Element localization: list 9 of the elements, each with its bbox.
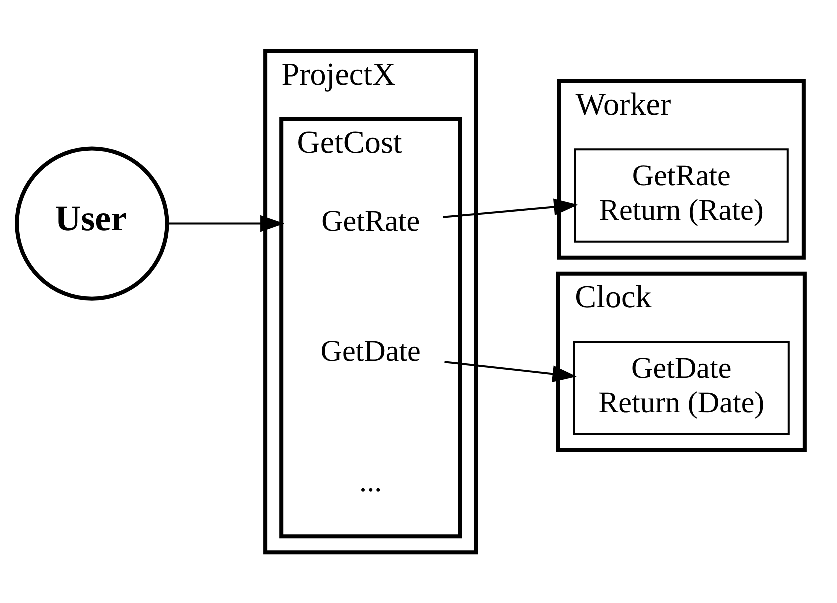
node-text: ...: [359, 464, 382, 498]
node-circle: User: [14, 146, 169, 300]
node-box: GetRate Return (Rate): [574, 148, 788, 242]
node-text: GetRate: [321, 203, 420, 238]
arrow: [442, 198, 578, 218]
node-text: GetDate: [320, 334, 420, 368]
arrow: [167, 214, 284, 232]
node-box: GetDate Return (Date): [572, 340, 790, 435]
arrow: [444, 360, 576, 382]
